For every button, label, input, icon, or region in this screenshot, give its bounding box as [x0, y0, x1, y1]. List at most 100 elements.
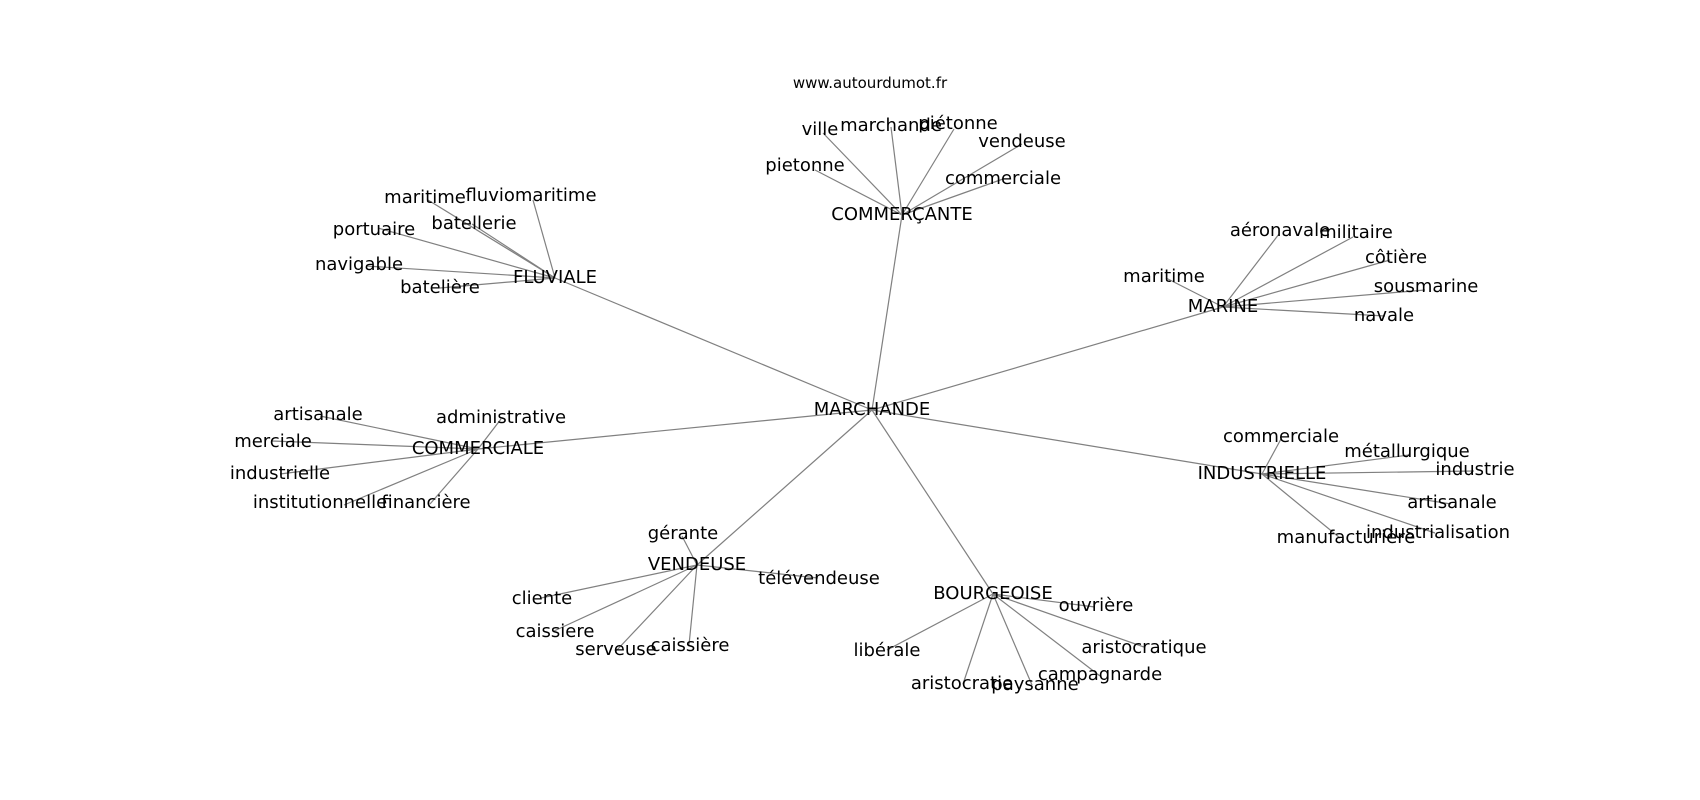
word-node-industrielle-0[interactable]: commerciale	[1223, 426, 1339, 447]
edge-industrielle-5	[1261, 473, 1341, 539]
edge-industrielle-1	[1261, 454, 1410, 475]
word-node-industrielle-5[interactable]: manufacturière	[1277, 527, 1416, 548]
hub-node-bourgeoise[interactable]: BOURGEOISE	[933, 583, 1052, 604]
word-node-vendeuse-1[interactable]: télévendeuse	[758, 568, 880, 589]
word-node-marine-4[interactable]: sousmarine	[1374, 276, 1479, 297]
word-node-fluviale-5[interactable]: batelière	[400, 277, 480, 298]
word-node-commercante-5[interactable]: commerciale	[945, 168, 1061, 189]
center-node[interactable]: MARCHANDE	[814, 399, 931, 420]
hub-node-industrielle[interactable]: INDUSTRIELLE	[1198, 463, 1327, 484]
word-node-commercante-1[interactable]: marchande	[840, 115, 942, 136]
site-label[interactable]: www.autourdumot.fr	[793, 74, 948, 92]
word-node-fluviale-2[interactable]: batellerie	[431, 213, 516, 234]
edge-bourgeoise-3	[992, 593, 1101, 677]
word-node-bourgeoise-3[interactable]: campagnarde	[1038, 664, 1162, 685]
edges-layer	[271, 126, 1475, 686]
edge-commerciale-1	[477, 418, 502, 450]
edge-commercante-5	[901, 178, 1004, 216]
edge-marine-5	[1222, 306, 1386, 317]
edge-industrielle-0	[1261, 438, 1282, 475]
edge-vendeuse-5	[688, 564, 698, 646]
hub-node-vendeuse[interactable]: VENDEUSE	[648, 554, 746, 575]
word-node-fluviale-1[interactable]: fluviomaritime	[465, 185, 596, 206]
word-node-bourgeoise-5[interactable]: paysanne	[991, 674, 1078, 695]
hub-node-commercante[interactable]: COMMERÇANTE	[831, 204, 973, 225]
edge-bourgeoise-5	[992, 593, 1033, 686]
word-node-commerciale-1[interactable]: administrative	[436, 407, 566, 428]
edge-vendeuse-1	[696, 564, 819, 579]
edge-commerciale-2	[271, 440, 479, 450]
edge-bourgeoise-0	[992, 593, 1096, 608]
edge-fluviale-0	[427, 199, 556, 279]
edge-commerciale-0	[319, 415, 479, 450]
word-node-vendeuse-5[interactable]: caissière	[651, 635, 730, 656]
edge-industrielle-3	[1261, 473, 1452, 505]
word-node-industrielle-2[interactable]: industrie	[1435, 459, 1514, 480]
word-node-commercante-3[interactable]: vendeuse	[978, 131, 1066, 152]
word-node-vendeuse-0[interactable]: gérante	[648, 523, 718, 544]
edge-fluviale-4	[365, 265, 556, 279]
word-node-fluviale-0[interactable]: maritime	[384, 187, 466, 208]
edge-center-fluviale	[554, 277, 873, 411]
hub-node-fluviale[interactable]: FLUVIALE	[513, 267, 597, 288]
edge-marine-0	[1222, 233, 1280, 308]
edge-vendeuse-2	[540, 564, 698, 599]
word-node-industrielle-3[interactable]: artisanale	[1407, 492, 1496, 513]
edge-commerciale-5	[429, 448, 479, 505]
word-node-fluviale-3[interactable]: portuaire	[333, 219, 415, 240]
word-node-commerciale-2[interactable]: merciale	[234, 431, 312, 452]
word-node-bourgeoise-4[interactable]: aristocratie	[911, 673, 1013, 694]
edge-center-bourgeoise	[871, 409, 994, 595]
edge-commercante-2	[901, 128, 955, 216]
word-node-industrielle-1[interactable]: métallurgique	[1344, 441, 1470, 462]
word-node-marine-0[interactable]: aéronavale	[1230, 220, 1330, 241]
edge-fluviale-3	[377, 227, 556, 279]
word-node-vendeuse-2[interactable]: cliente	[512, 588, 573, 609]
edge-industrielle-4	[1261, 473, 1436, 534]
edge-commercante-3	[901, 143, 1023, 216]
edge-vendeuse-0	[681, 535, 698, 566]
word-node-commerciale-0[interactable]: artisanale	[273, 404, 362, 425]
edge-center-commercante	[871, 214, 903, 411]
word-node-vendeuse-4[interactable]: serveuse	[575, 639, 656, 660]
word-node-fluviale-4[interactable]: navigable	[315, 254, 403, 275]
hub-node-marine[interactable]: MARINE	[1188, 296, 1259, 317]
edge-vendeuse-3	[553, 564, 698, 632]
word-node-marine-3[interactable]: maritime	[1123, 266, 1205, 287]
word-node-marine-2[interactable]: côtière	[1365, 247, 1427, 268]
edge-marine-3	[1165, 277, 1224, 308]
word-node-marine-5[interactable]: navale	[1354, 305, 1414, 326]
word-node-vendeuse-3[interactable]: caissiere	[516, 621, 595, 642]
word-node-commerciale-5[interactable]: financière	[381, 492, 470, 513]
word-node-commercante-4[interactable]: pietonne	[765, 155, 844, 176]
word-node-commerciale-4[interactable]: institutionnelle	[253, 492, 387, 513]
word-node-bourgeoise-1[interactable]: libérale	[853, 640, 920, 661]
edge-bourgeoise-4	[962, 593, 994, 685]
edge-marine-1	[1222, 236, 1354, 308]
edge-center-vendeuse	[696, 409, 873, 566]
word-node-commercante-2[interactable]: piétonne	[918, 113, 997, 134]
word-node-marine-1[interactable]: militaire	[1319, 222, 1393, 243]
word-node-bourgeoise-2[interactable]: aristocratique	[1081, 637, 1206, 658]
edge-fluviale-5	[439, 277, 556, 289]
edge-center-marine	[871, 306, 1224, 411]
edge-industrielle-2	[1261, 470, 1475, 475]
edge-commerciale-4	[343, 448, 479, 506]
edge-commercante-4	[814, 169, 903, 216]
edge-marine-2	[1222, 259, 1391, 308]
hub-node-commerciale[interactable]: COMMERCIALE	[412, 438, 544, 459]
word-node-bourgeoise-0[interactable]: ouvrière	[1059, 595, 1134, 616]
edge-fluviale-1	[532, 199, 556, 279]
word-node-commerciale-3[interactable]: industrielle	[230, 463, 330, 484]
word-node-industrielle-4[interactable]: industrialisation	[1366, 522, 1510, 543]
edge-commerciale-3	[279, 448, 479, 475]
edge-marine-4	[1222, 289, 1426, 308]
edge-vendeuse-4	[615, 564, 698, 652]
edge-commercante-0	[822, 132, 903, 216]
edge-center-industrielle	[871, 409, 1263, 475]
word-node-commercante-0[interactable]: ville	[802, 119, 839, 140]
edge-commercante-1	[890, 126, 903, 216]
edge-center-commerciale	[477, 409, 873, 450]
